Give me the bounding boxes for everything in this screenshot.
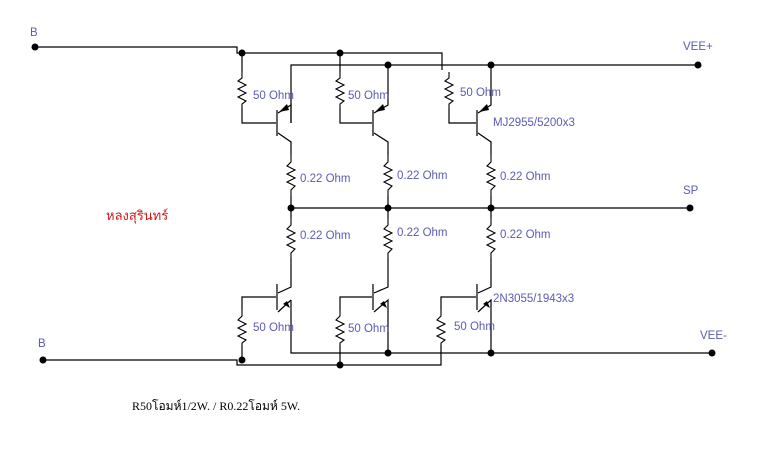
port-label-sp: SP <box>683 185 699 197</box>
transistors <box>276 104 490 310</box>
resistor-r4 <box>236 310 248 345</box>
port-label-b-bottom: B <box>38 338 46 350</box>
wire-vee-plus <box>290 64 698 123</box>
label-r5: 50 Ohm <box>348 323 389 335</box>
label-upper-transistor: MJ2955/5200x3 <box>493 117 575 129</box>
label-r4: 50 Ohm <box>253 322 294 334</box>
label-re6: 0.22 Ohm <box>500 229 551 241</box>
port-label-b-top: B <box>30 27 38 39</box>
label-re2: 0.22 Ohm <box>397 170 448 182</box>
author-label: หลงสุรินทร์ <box>106 208 168 224</box>
port-label-vee-plus: VEE+ <box>683 41 713 53</box>
resistor-re6 <box>485 218 497 258</box>
wire-vee-minus <box>290 300 712 354</box>
resistor-r1 <box>236 72 248 108</box>
label-re3: 0.22 Ohm <box>500 171 551 183</box>
terminal-vee-minus <box>708 349 716 357</box>
resistor-re5 <box>382 218 394 258</box>
port-label-vee-minus: VEE- <box>700 330 727 342</box>
label-r2: 50 Ohm <box>348 90 389 102</box>
component-labels: 50 Ohm 50 Ohm 50 Ohm MJ2955/5200x3 0.22 … <box>253 87 575 335</box>
label-r3: 50 Ohm <box>460 87 501 99</box>
resistor-r6 <box>435 310 447 345</box>
resistor-r2 <box>334 72 346 108</box>
resistor-r3 <box>443 72 455 108</box>
junctions <box>31 43 716 369</box>
resistor-r5 <box>334 310 346 345</box>
resistors <box>236 72 497 345</box>
label-re1: 0.22 Ohm <box>300 173 351 185</box>
resistor-re2 <box>382 155 394 196</box>
label-r6: 50 Ohm <box>454 321 495 333</box>
resistor-re4 <box>285 218 297 258</box>
label-re4: 0.22 Ohm <box>300 230 351 242</box>
resistor-re1 <box>285 155 297 196</box>
label-re5: 0.22 Ohm <box>397 227 448 239</box>
label-r1: 50 Ohm <box>253 90 294 102</box>
terminal-b-bottom <box>39 356 47 364</box>
label-lower-transistor: 2N3055/1943x3 <box>493 293 574 305</box>
wire-b-bottom <box>43 345 442 366</box>
terminal-vee-plus <box>694 61 702 69</box>
terminal-b-top <box>31 43 39 51</box>
wire-b-top <box>35 46 443 70</box>
resistor-re3 <box>485 155 497 196</box>
terminal-sp <box>686 204 694 212</box>
resistor-note: R50โอมห์1/2W. / R0.22โอมห์ 5W. <box>132 399 300 413</box>
